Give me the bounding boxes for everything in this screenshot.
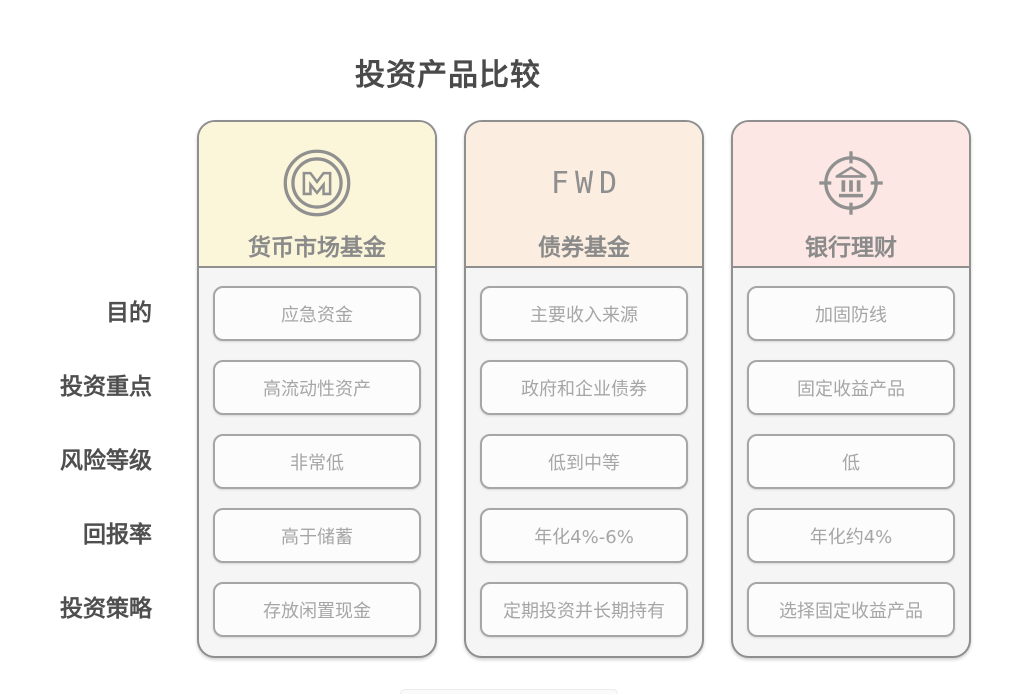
- row-label-investment-focus: 投资重点: [60, 374, 152, 400]
- cell-risk-level: 非常低: [213, 434, 421, 489]
- partial-element-bottom: [400, 689, 618, 694]
- card-bank-wealth-management: 银行理财 加固防线 固定收益产品 低 年化约4% 选择固定收益产品: [731, 120, 971, 658]
- cell-strategy: 选择固定收益产品: [747, 582, 955, 637]
- card-title: 债券基金: [538, 235, 630, 261]
- cell-strategy: 定期投资并长期持有: [480, 582, 688, 637]
- card-bond-fund: FWD 债券基金 主要收入来源 政府和企业债券 低到中等 年化4%-6% 定期投…: [464, 120, 704, 658]
- card-body: 主要收入来源 政府和企业债券 低到中等 年化4%-6% 定期投资并长期持有: [466, 268, 702, 637]
- row-label-risk-level: 风险等级: [60, 448, 152, 474]
- card-header: 银行理财: [733, 122, 969, 268]
- card-header: 货币市场基金: [199, 122, 435, 268]
- cell-return-rate: 高于储蓄: [213, 508, 421, 563]
- card-money-market-fund: 货币市场基金 应急资金 高流动性资产 非常低 高于储蓄 存放闲置现金: [197, 120, 437, 658]
- cell-risk-level: 低: [747, 434, 955, 489]
- cell-strategy: 存放闲置现金: [213, 582, 421, 637]
- row-label-strategy: 投资策略: [60, 596, 152, 622]
- fwd-logo: FWD: [545, 146, 623, 220]
- card-body: 加固防线 固定收益产品 低 年化约4% 选择固定收益产品: [733, 268, 969, 637]
- cell-return-rate: 年化4%-6%: [480, 508, 688, 563]
- m-circle-icon: [282, 146, 352, 220]
- cell-return-rate: 年化约4%: [747, 508, 955, 563]
- cell-investment-focus: 高流动性资产: [213, 360, 421, 415]
- row-label-return-rate: 回报率: [83, 522, 152, 548]
- card-title: 银行理财: [805, 235, 897, 261]
- cell-purpose: 应急资金: [213, 286, 421, 341]
- cell-purpose: 加固防线: [747, 286, 955, 341]
- cell-risk-level: 低到中等: [480, 434, 688, 489]
- bank-target-icon: [816, 146, 886, 220]
- card-body: 应急资金 高流动性资产 非常低 高于储蓄 存放闲置现金: [199, 268, 435, 637]
- cell-investment-focus: 政府和企业债券: [480, 360, 688, 415]
- cell-purpose: 主要收入来源: [480, 286, 688, 341]
- card-header: FWD 债券基金: [466, 122, 702, 268]
- card-title: 货币市场基金: [248, 235, 386, 261]
- page-title: 投资产品比较: [355, 58, 541, 93]
- fwd-logo-text: FWD: [550, 165, 624, 201]
- row-label-purpose: 目的: [106, 300, 152, 326]
- cell-investment-focus: 固定收益产品: [747, 360, 955, 415]
